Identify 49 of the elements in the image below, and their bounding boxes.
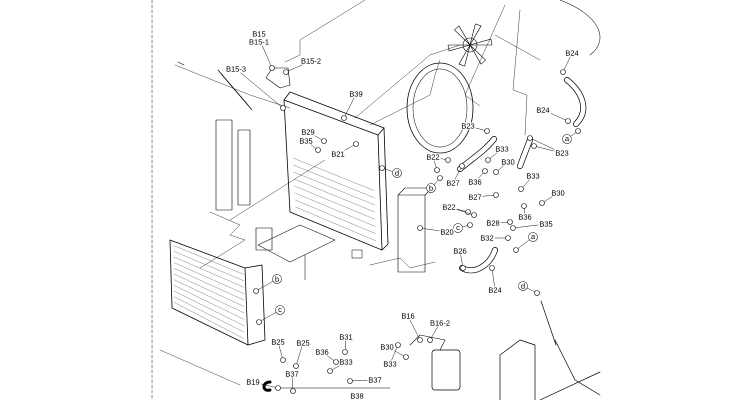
- leader-line: [527, 288, 535, 292]
- leader-line: [524, 208, 525, 214]
- leader-line: [544, 196, 552, 202]
- leader-line: [500, 222, 508, 223]
- leader-line: [492, 270, 495, 286]
- leader-line: [344, 340, 346, 350]
- leader-line: [460, 254, 463, 266]
- leader-line: [456, 208, 466, 212]
- leader-line: [262, 46, 272, 66]
- leader-line: [288, 64, 302, 72]
- leader-line: [434, 160, 436, 168]
- leader-line: [490, 152, 498, 158]
- leader-line: [518, 240, 530, 249]
- leader-line: [498, 166, 504, 170]
- leader-line: [478, 172, 484, 178]
- leader-line: [278, 346, 282, 358]
- leader-line: [310, 144, 316, 149]
- leader-line: [422, 228, 440, 232]
- leader-line: [456, 209, 472, 214]
- leader-line: [570, 132, 576, 136]
- leader-line: [344, 145, 354, 150]
- leader-line: [314, 136, 322, 140]
- leader-line: [352, 380, 368, 382]
- leader-line: [454, 168, 461, 180]
- leader-line: [476, 128, 485, 131]
- leader-line: [440, 158, 446, 160]
- leader-line: [391, 347, 398, 360]
- leader-line: [482, 195, 494, 196]
- leader-line: [394, 350, 404, 356]
- leader-line: [240, 72, 282, 106]
- leader-line: [516, 224, 538, 228]
- leader-line: [258, 281, 274, 290]
- leader-line: [564, 56, 570, 70]
- leader-line: [410, 320, 419, 338]
- leader-line: [434, 180, 438, 185]
- leader-line: [296, 346, 302, 364]
- leader-line: [522, 180, 530, 188]
- leader-line: [431, 326, 438, 338]
- leader-line: [332, 366, 340, 370]
- leader-line: [462, 225, 468, 228]
- leader-line: [532, 138, 554, 150]
- leader-line: [384, 168, 393, 172]
- leader-line: [260, 384, 276, 388]
- leader-line: [327, 356, 334, 361]
- leader-line: [261, 312, 276, 321]
- leader-line: [536, 146, 554, 152]
- leader-line: [550, 113, 566, 120]
- leader-line: [345, 98, 354, 116]
- leader-line: [292, 378, 294, 388]
